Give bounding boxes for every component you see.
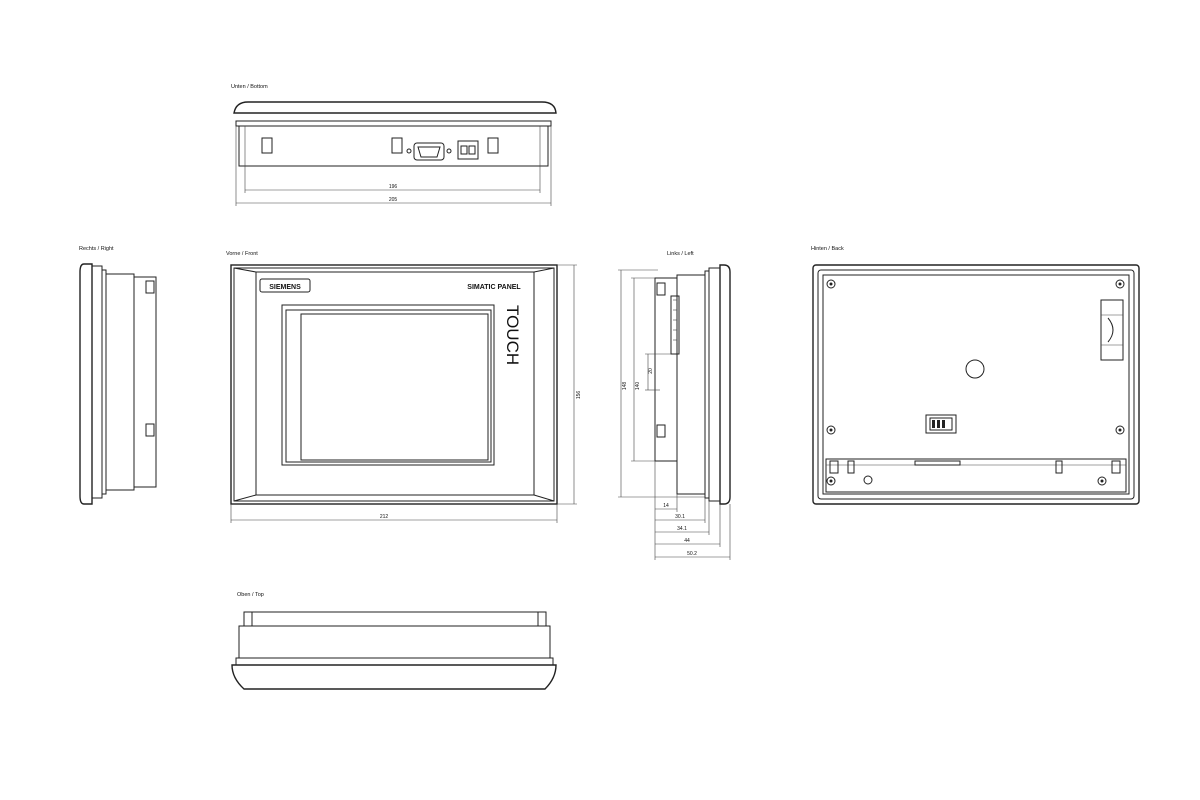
dim-left-14: 14 [663,503,669,509]
dim-left-20: 20 [648,368,654,374]
siemens-logo: SIEMENS [269,284,301,291]
dim-left-140: 140 [635,382,641,391]
bottom-view: Unten / Bottom 196 205 [231,84,557,206]
dim-front-212: 212 [380,514,389,520]
left-view: Links / Left 148 140 20 14 30.1 [618,251,731,560]
top-view-label: Oben / Top [237,592,264,598]
front-view: Vorne / Front SIEMENS SIMATIC PANEL TOUC… [226,251,582,523]
dim-front-156: 156 [576,391,582,400]
front-view-label: Vorne / Front [226,251,258,257]
dim-left-34-1: 34.1 [677,526,687,532]
top-view: Oben / Top [231,592,557,690]
dim-bottom-205: 205 [389,197,398,203]
dim-left-50-2: 50.2 [687,551,697,557]
right-view: Rechts / Right [79,246,157,505]
dim-left-148: 148 [622,382,628,391]
left-view-label: Links / Left [667,251,694,257]
product-name: SIMATIC PANEL [467,284,521,291]
back-view-label: Hinten / Back [811,246,844,252]
back-view: Hinten / Back [811,246,1140,505]
dim-left-44: 44 [684,538,690,544]
bottom-view-label: Unten / Bottom [231,84,268,90]
dim-left-30-1: 30.1 [675,514,685,520]
dim-bottom-196: 196 [389,184,398,190]
right-view-label: Rechts / Right [79,246,114,252]
touch-text: TOUCH [503,305,522,365]
